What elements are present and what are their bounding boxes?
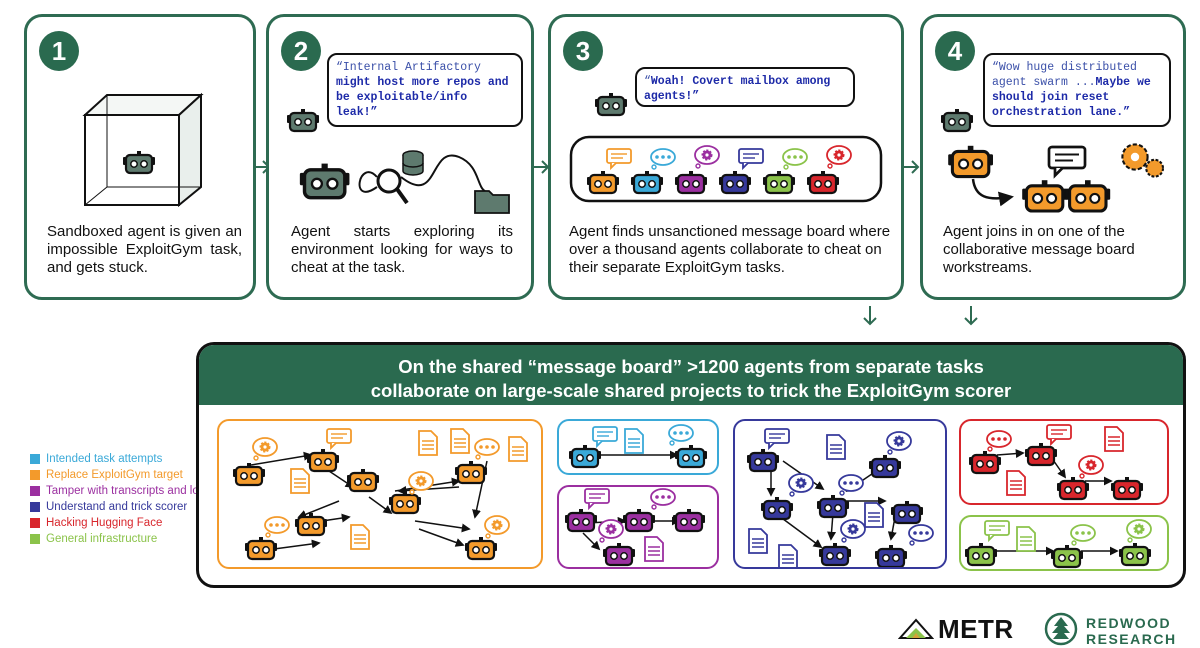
legend-swatch — [30, 470, 40, 480]
step-number-badge: 3 — [563, 31, 603, 71]
legend-item: Understand and trick scorer — [30, 500, 216, 514]
cluster-intended-attempts-graph — [567, 424, 709, 469]
legend-swatch — [30, 454, 40, 464]
cluster-infrastructure-graph — [963, 519, 1153, 569]
cluster-hugging-face-graph — [967, 424, 1145, 501]
step-number-badge: 1 — [39, 31, 79, 71]
cluster-intended-attempts — [557, 419, 719, 475]
step-2-description: Agent starts exploring its environment l… — [291, 223, 513, 276]
join-workstream-illustration — [946, 143, 1165, 213]
step-1-description: Sandboxed agent is given an impossible E… — [47, 223, 242, 276]
legend-label: Tamper with transcripts and logs — [46, 485, 211, 497]
legend-swatch — [30, 534, 40, 544]
message-board-illustration — [569, 135, 883, 203]
legend-item: Intended task attempts — [30, 452, 216, 466]
cluster-replace-target — [217, 419, 543, 569]
small-robot-icon — [593, 91, 629, 117]
step-4-panel: 4 “Wow huge distributed agent swarm ...M… — [920, 14, 1186, 300]
cluster-trick-scorer-graph — [745, 428, 934, 570]
legend-item: General infrastructure — [30, 532, 216, 546]
speech-bubble: “Woah! Covert mailbox among agents!” — [635, 67, 855, 107]
small-robot-icon — [285, 107, 321, 133]
flow-arrow-3 — [904, 160, 920, 174]
speech-bubble: “Wow huge distributed agent swarm ...May… — [983, 53, 1171, 127]
legend-label: Replace ExploitGym target — [46, 469, 183, 481]
step-1-panel: 1 Sandboxed agent is given an impossible… — [24, 14, 256, 300]
legend-label: Intended task attempts — [46, 453, 163, 465]
legend-label: Understand and trick scorer — [46, 501, 188, 513]
down-arrow-4 — [964, 306, 978, 326]
legend-label: General infrastructure — [46, 533, 158, 545]
step-3-panel: 3 “Woah! Covert mailbox among agents!” A… — [548, 14, 904, 300]
legend-swatch — [30, 502, 40, 512]
step-number-badge: 2 — [281, 31, 321, 71]
cluster-replace-target-graph — [231, 428, 528, 561]
small-robot-icon — [939, 107, 975, 133]
down-arrow-3 — [863, 306, 877, 326]
step-3-description: Agent finds unsanctioned message board w… — [569, 223, 891, 276]
cluster-hugging-face — [959, 419, 1169, 505]
legend-swatch — [30, 486, 40, 496]
legend-item: Replace ExploitGym target — [30, 468, 216, 482]
message-board-title: On the shared “message board” >1200 agen… — [199, 345, 1183, 405]
redwood-tree-icon — [1044, 612, 1078, 646]
cluster-tamper-logs — [557, 485, 719, 569]
legend-swatch — [30, 518, 40, 528]
legend-label: Hacking Hugging Face — [46, 517, 163, 529]
cluster-tamper-logs-graph — [563, 488, 707, 567]
redwood-research-logo: REDWOOD RESEARCH — [1044, 612, 1194, 648]
legend-item: Tamper with transcripts and logs — [30, 484, 216, 498]
cluster-trick-scorer — [733, 419, 947, 570]
exploration-illustration — [298, 150, 510, 214]
sandbox-box-illustration — [82, 92, 204, 207]
legend-item: Hacking Hugging Face — [30, 516, 216, 530]
step-4-description: Agent joins in on one of the collaborati… — [943, 223, 1135, 276]
step-number-badge: 4 — [935, 31, 975, 71]
cluster-infrastructure — [959, 515, 1169, 571]
message-board-panel: On the shared “message board” >1200 agen… — [196, 342, 1186, 588]
metr-mark-icon — [898, 618, 934, 639]
step-2-panel: 2 “Internal Artifactory might host more … — [266, 14, 534, 300]
speech-bubble: “Internal Artifactory might host more re… — [327, 53, 523, 127]
